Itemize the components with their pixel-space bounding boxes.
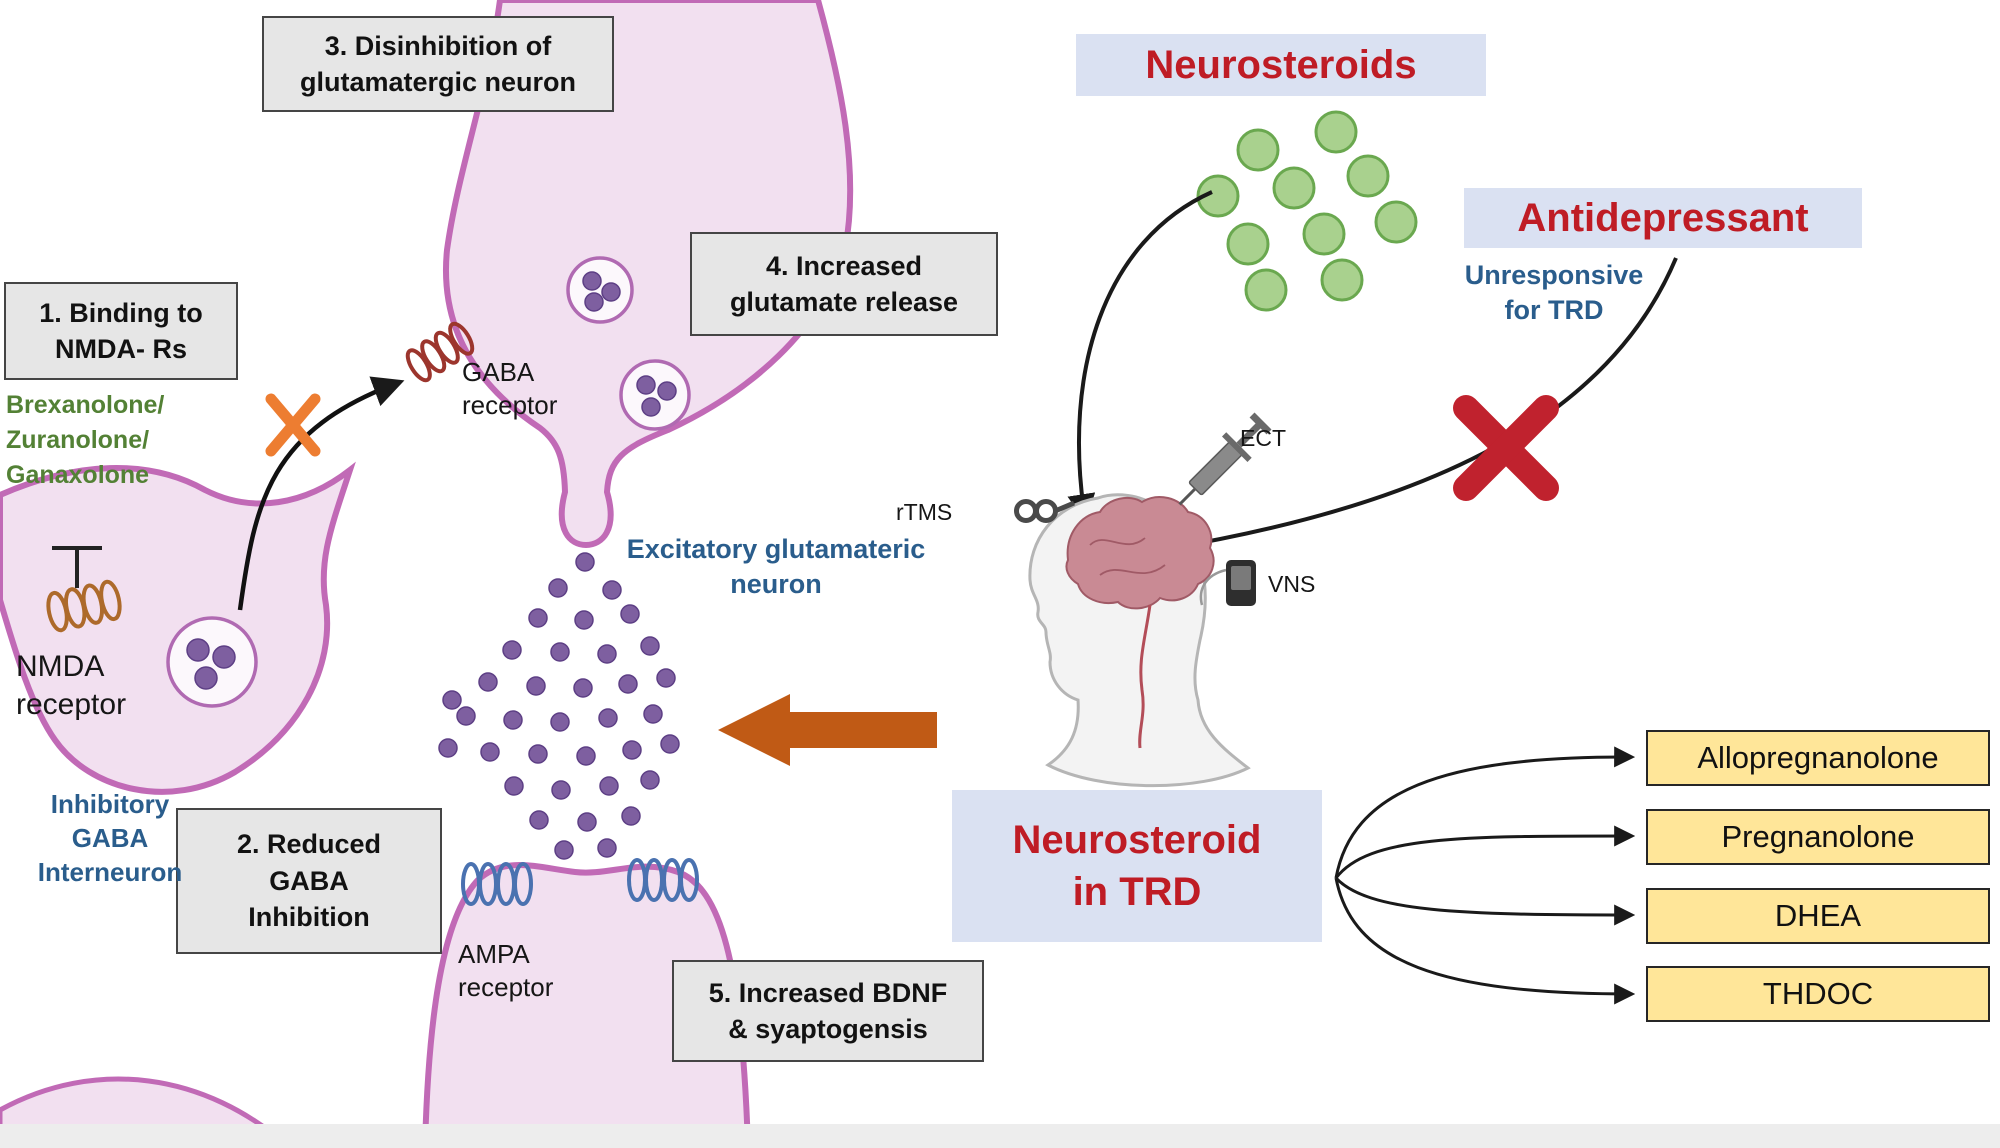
inhibitory-interneuron-label: Inhibitory GABA Interneuron — [37, 789, 183, 887]
rtms-coil-icon — [1014, 499, 1075, 523]
gaba-interneuron-shape — [0, 461, 356, 795]
antidepressant-title: Antidepressant — [1464, 188, 1862, 248]
neurosteroids-title: Neurosteroids — [1076, 34, 1486, 96]
vns-device-icon — [1199, 560, 1256, 606]
red-x-icon — [1453, 395, 1559, 501]
neurosteroid-molecules — [1196, 110, 1418, 312]
brain-icon — [1065, 496, 1215, 749]
step-1-box: 1. Binding to NMDA- Rs — [4, 282, 238, 380]
glutamate-dots — [438, 552, 680, 860]
arrow-fan-allopregnanolone — [1334, 746, 1636, 879]
image-bottom-edge — [0, 1124, 2000, 1148]
ect-label: ECT — [1240, 425, 1286, 451]
step-3-box: 3. Disinhibition of glutamatergic neuron — [262, 16, 614, 112]
ampa-receptor-icon-2 — [627, 858, 699, 902]
vesicle-top-1 — [566, 256, 634, 324]
neurosteroid-in-trd-title: Neurosteroid in TRD — [952, 790, 1322, 942]
vesicle-interneuron — [166, 616, 258, 708]
arrow-neurosteroids-to-brain — [1067, 190, 1213, 523]
arrow-treatment-left — [718, 694, 937, 766]
postsynaptic-neuron-shape — [421, 862, 752, 1148]
neurosteroid-item-pregnanolone: Pregnanolone — [1646, 809, 1990, 865]
excitatory-neuron-label: Excitatory glutamateric neuron — [626, 534, 926, 600]
inhibition-bar-icon — [52, 546, 102, 588]
gaba-receptor-icon — [405, 321, 475, 383]
arrow-fan-dhea — [1334, 876, 1636, 926]
arrow-fan-thdoc — [1334, 877, 1636, 1005]
ampa-receptor-label: AMPA receptor — [458, 939, 554, 1002]
nmda-receptor-label: NMDA receptor — [16, 650, 127, 721]
step-2-box: 2. Reduced GABA Inhibition — [176, 808, 442, 954]
vns-label: VNS — [1268, 571, 1316, 597]
neurosteroid-item-dhea: DHEA — [1646, 888, 1990, 944]
drug-names-label: Brexanolone/ Zuranolone/ Ganaxolone — [6, 391, 165, 489]
unresponsive-label: Unresponsive for TRD — [1464, 260, 1644, 326]
step-4-box: 4. Increased glutamate release — [690, 232, 998, 336]
vesicle-top-2 — [619, 359, 691, 431]
orange-x-icon — [265, 393, 321, 457]
ampa-receptor-icon — [461, 862, 533, 906]
neurosteroid-item-allopregnanolone: Allopregnanolone — [1646, 730, 1990, 786]
gaba-receptor-label: GABA receptor — [462, 357, 558, 420]
step-5-box: 5. Increased BDNF & syaptogensis — [672, 960, 984, 1062]
arrow-fan-pregnanolone — [1334, 825, 1636, 879]
syringe-icon — [1178, 412, 1272, 506]
arrow-interneuron-to-gaba-receptor — [237, 376, 405, 611]
rtms-label: rTMS — [896, 499, 953, 525]
nmda-receptor-icon — [46, 579, 122, 633]
neurosteroid-item-thdoc: THDOC — [1646, 966, 1990, 1022]
